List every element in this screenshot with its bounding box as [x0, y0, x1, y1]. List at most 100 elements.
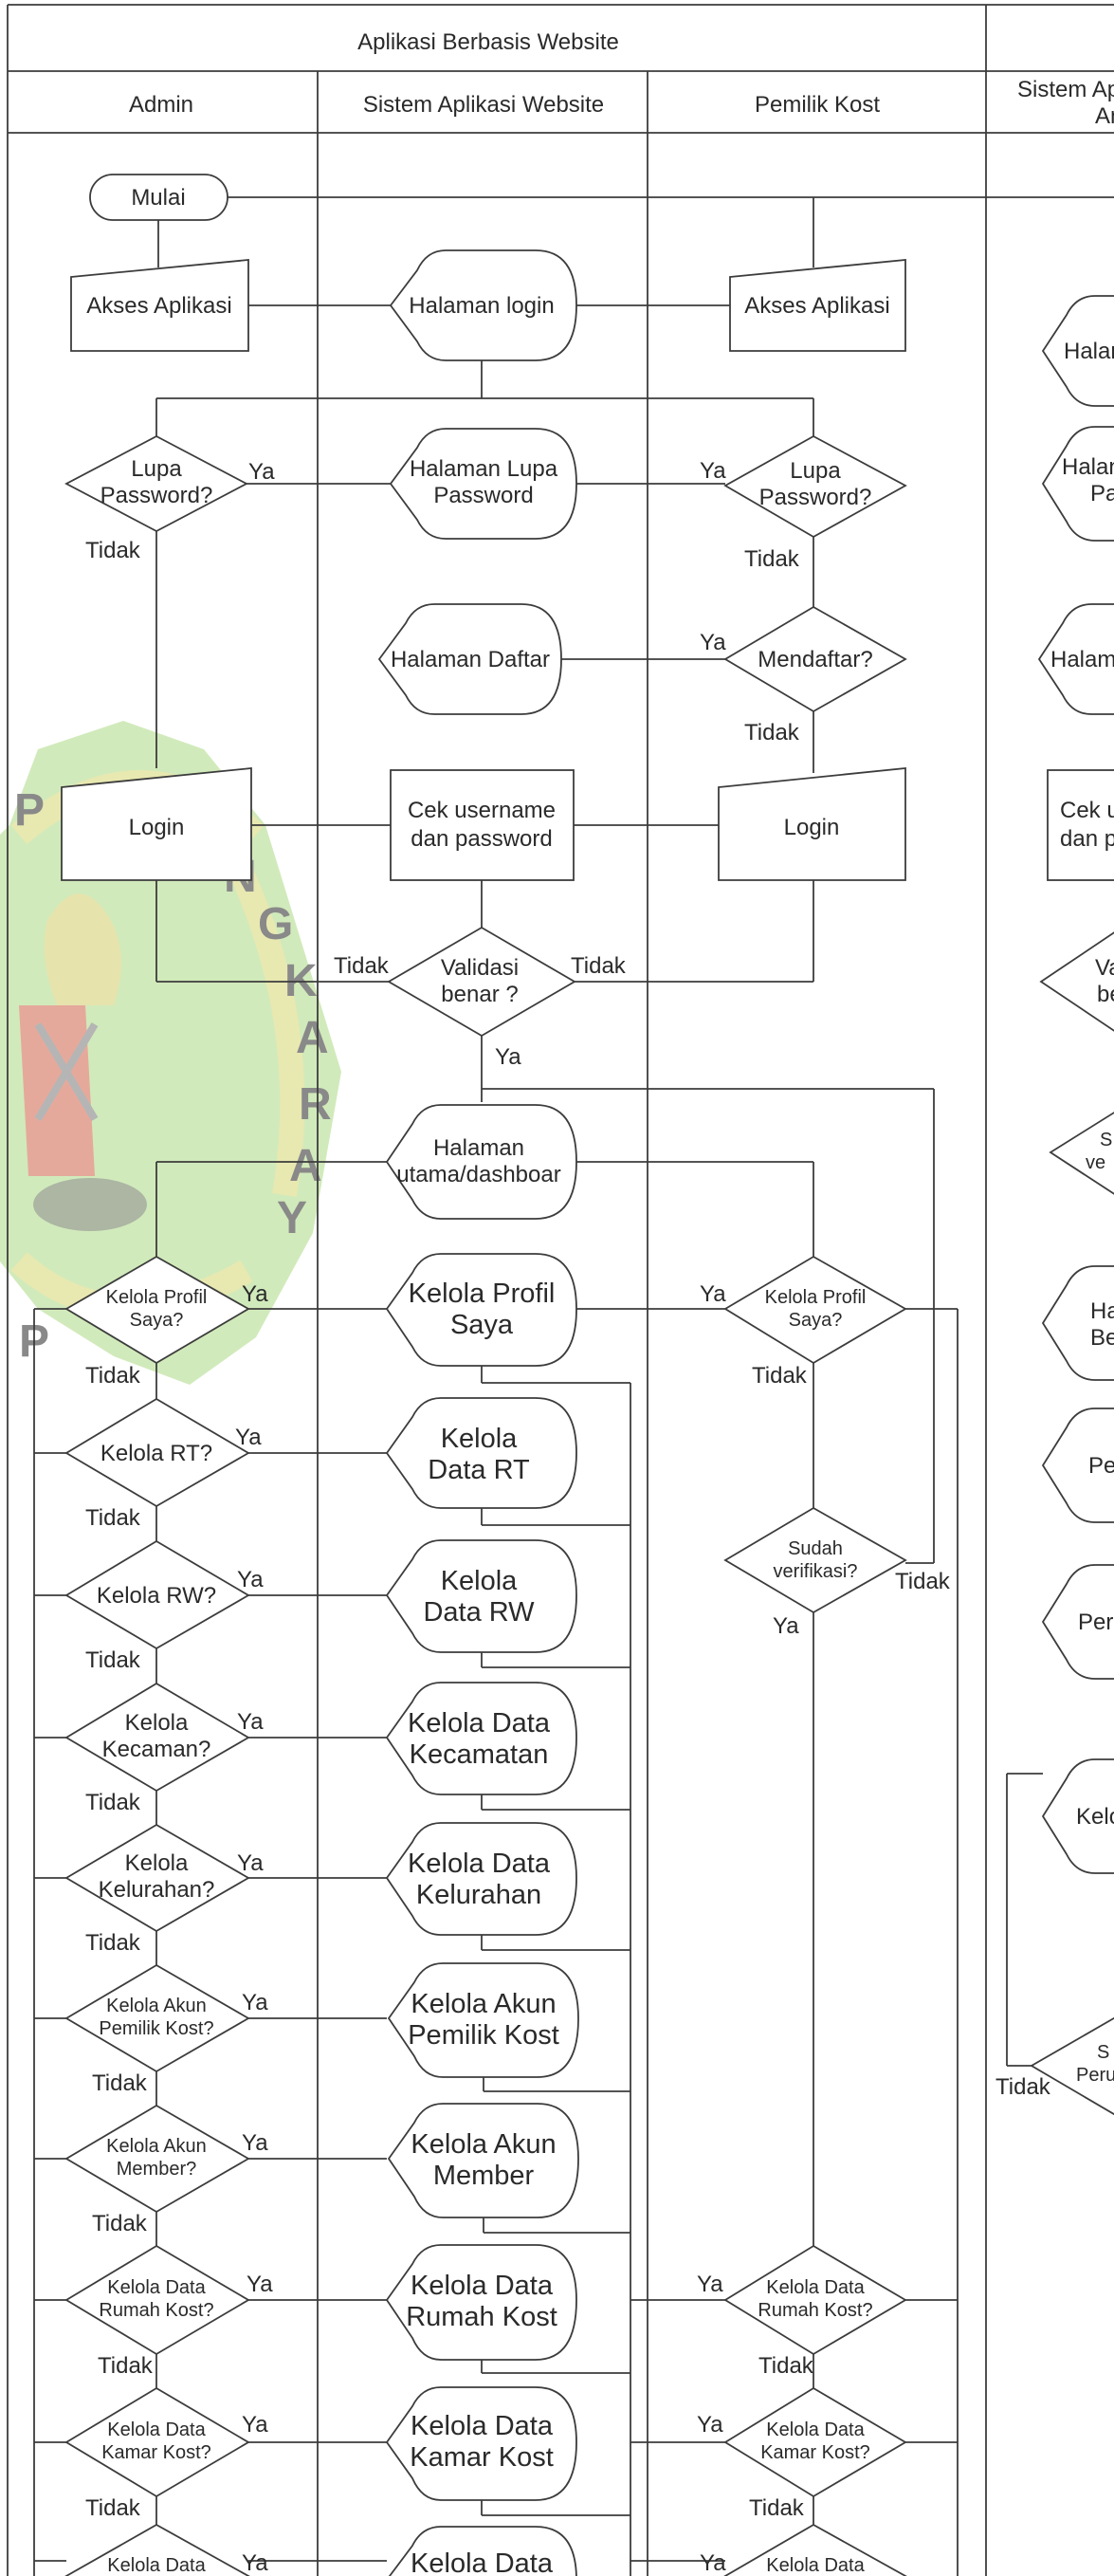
svg-text:Peru: Peru	[1076, 2065, 1114, 2086]
lane-header-right-partial: Sistem Ap	[1017, 77, 1114, 102]
label-tidak: Tidak	[334, 953, 390, 979]
pemilik-decision-kelola-profil: Kelola Profil Saya?	[723, 1255, 907, 1365]
svg-text:Pe: Pe	[1088, 1453, 1114, 1479]
svg-text:Kamar Kost?: Kamar Kost?	[760, 2442, 870, 2463]
svg-text:Kelola Akun: Kelola Akun	[106, 2136, 207, 2157]
label-tidak: Tidak	[85, 1647, 141, 1673]
label-tidak: Tidak	[752, 1363, 808, 1389]
label-tidak: Tidak	[92, 2070, 148, 2096]
label-tidak: Tidak	[85, 1790, 141, 1815]
svg-text:Kelurahan?: Kelurahan?	[99, 1877, 215, 1903]
svg-text:Kelola Data: Kelola Data	[766, 2555, 865, 2576]
svg-text:Be: Be	[1090, 1325, 1114, 1351]
svg-text:Kamar Kost?: Kamar Kost?	[101, 2442, 211, 2463]
web-kelola-akun-pemilik-kost: Kelola Akun Pemilik Kost	[387, 1962, 579, 2078]
svg-text:Kelola Data: Kelola Data	[411, 2548, 554, 2576]
web-kelola-data-last: Kelola Data	[388, 2526, 577, 2576]
svg-text:utama/dashboar: utama/dashboar	[396, 1162, 560, 1187]
label-ya: Ya	[242, 2130, 268, 2156]
svg-text:Rumah Kost?: Rumah Kost?	[758, 2300, 872, 2321]
admin-decision-kelola-kelurahan: Kelola Kelurahan?	[64, 1823, 250, 1933]
admin-akses-aplikasi: Akses Aplikasi	[70, 259, 249, 352]
label-ya: Ya	[237, 1567, 264, 1592]
svg-text:Ha: Ha	[1090, 1298, 1114, 1324]
pemilik-akses-aplikasi: Akses Aplikasi	[729, 259, 906, 352]
svg-text:Kelola Akun: Kelola Akun	[411, 1989, 556, 2019]
svg-text:Data RT: Data RT	[428, 1455, 530, 1485]
label-ya: Ya	[697, 2412, 723, 2438]
pemilik-decision-kelola-rumah-kost: Kelola Data Rumah Kost?	[723, 2244, 907, 2356]
label-tidak: Tidak	[749, 2495, 805, 2521]
watermark-letter: A	[289, 1141, 322, 1191]
admin-decision-kelola-data-last: Kelola Data	[64, 2523, 250, 2576]
svg-text:Saya?: Saya?	[130, 1310, 184, 1331]
svg-text:Kamar Kost: Kamar Kost	[410, 2442, 554, 2473]
svg-text:Member: Member	[433, 2161, 535, 2191]
web-halaman-daftar: Halaman Daftar	[377, 603, 562, 715]
web-kelola-data-kamar-kost: Kelola Data Kamar Kost	[385, 2386, 577, 2501]
admin-decision-kelola-rumah-kost: Kelola Data Rumah Kost?	[64, 2244, 250, 2356]
svg-text:Member?: Member?	[117, 2159, 196, 2180]
label-ya: Ya	[237, 1850, 264, 1876]
label-tidak: Tidak	[895, 1569, 951, 1594]
admin-decision-kelola-kamar-kost: Kelola Data Kamar Kost?	[64, 2386, 250, 2498]
svg-text:S: S	[1100, 1130, 1112, 1150]
label-ya: Ya	[247, 2272, 273, 2297]
pemilik-decision-mendaftar: Mendaftar?	[723, 605, 907, 713]
svg-text:Saya: Saya	[450, 1310, 514, 1340]
admin-decision-kelola-profil: Kelola Profil Saya?	[64, 1255, 250, 1365]
svg-text:Halaman: Halaman	[433, 1135, 524, 1161]
label-ya: Ya	[773, 1613, 799, 1639]
start-terminator: Mulai	[89, 174, 228, 221]
web-halaman-dashboard: Halaman utama/dashboar	[385, 1104, 577, 1220]
svg-text:ve: ve	[1086, 1152, 1105, 1173]
svg-text:Halaman Lupa: Halaman Lupa	[410, 456, 558, 482]
svg-text:Halaman Daftar: Halaman Daftar	[391, 647, 550, 672]
admin-decision-kelola-kecamatan: Kelola Kecaman?	[64, 1682, 250, 1793]
svg-text:Pa: Pa	[1090, 481, 1114, 506]
label-ya: Ya	[495, 1044, 521, 1070]
svg-text:Akses Aplikasi: Akses Aplikasi	[86, 293, 231, 319]
svg-text:Password?: Password?	[759, 485, 872, 510]
svg-text:Akses Aplikasi: Akses Aplikasi	[744, 293, 889, 319]
svg-text:Kelola RW?: Kelola RW?	[97, 1583, 216, 1609]
label-ya: Ya	[248, 459, 275, 485]
svg-text:Halaman login: Halaman login	[409, 293, 554, 319]
pemilik-decision-sudah-verifikasi: Sudah verifikasi?	[723, 1506, 907, 1614]
svg-text:Password?: Password?	[100, 483, 213, 508]
web-cek-username-password: Cek username dan password	[390, 769, 575, 881]
group-header-web: Aplikasi Berbasis Website	[357, 29, 619, 55]
svg-text:Va: Va	[1095, 955, 1114, 981]
watermark-letter: Y	[277, 1193, 307, 1243]
svg-text:Kelola Data: Kelola Data	[411, 2411, 554, 2441]
label-tidak: Tidak	[85, 1930, 141, 1956]
web-kelola-data-kelurahan: Kelola Data Kelurahan	[385, 1822, 577, 1936]
label-tidak: Tidak	[758, 2353, 814, 2379]
pemilik-decision-kelola-data-last: Kelola Data	[723, 2523, 907, 2576]
svg-text:Kelola Profil: Kelola Profil	[765, 1287, 867, 1308]
svg-text:Kelurahan: Kelurahan	[416, 1880, 541, 1910]
svg-text:Lupa: Lupa	[790, 458, 841, 484]
svg-text:Mendaftar?: Mendaftar?	[758, 647, 872, 672]
svg-text:Halam: Halam	[1050, 647, 1114, 672]
svg-text:Kelola Profil: Kelola Profil	[106, 1287, 208, 1308]
pemilik-decision-kelola-kamar-kost: Kelola Data Kamar Kost?	[723, 2386, 907, 2498]
admin-decision-kelola-rw: Kelola RW?	[64, 1539, 250, 1650]
web-kelola-akun-member: Kelola Akun Member	[387, 2103, 579, 2218]
label-tidak: Tidak	[995, 2074, 1051, 2100]
svg-text:Saya?: Saya?	[789, 1310, 843, 1331]
svg-text:Data RW: Data RW	[423, 1597, 535, 1628]
svg-text:Kelola Data: Kelola Data	[107, 2420, 206, 2440]
svg-text:Kelola Akun: Kelola Akun	[411, 2129, 556, 2160]
svg-text:Kecaman?: Kecaman?	[102, 1737, 211, 1762]
svg-text:Per: Per	[1078, 1610, 1113, 1635]
label-tidak: Tidak	[85, 2495, 141, 2521]
svg-text:Kelola: Kelola	[441, 1424, 518, 1454]
lane-header-sistem-web: Sistem Aplikasi Website	[363, 92, 604, 118]
right-lane-partial-shapes: Halam Halan Pa Halam Cek u dan p Va be S…	[1030, 295, 1114, 2116]
branch-labels: Ya Tidak Ya Tidak Ya Tidak Tidak Tidak Y…	[85, 458, 1051, 2576]
pemilik-login-input: Login	[718, 767, 906, 881]
watermark-letter: R	[299, 1079, 332, 1130]
svg-text:Kelola: Kelola	[125, 1850, 189, 1876]
